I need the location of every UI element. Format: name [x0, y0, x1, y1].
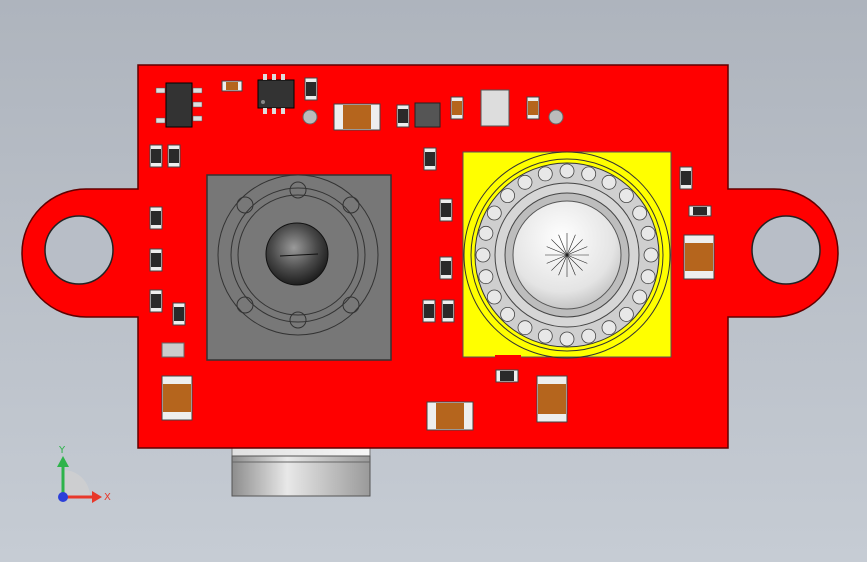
ic-soic8[interactable]	[257, 74, 295, 114]
y-axis-label: Y	[58, 445, 66, 456]
x-axis-label: X	[104, 492, 111, 503]
z-axis-dot	[58, 492, 68, 502]
capacitor[interactable]	[161, 375, 193, 421]
resistor[interactable]	[439, 256, 453, 280]
lens-ray	[566, 254, 583, 271]
resistor[interactable]	[396, 104, 410, 128]
joystick-knob[interactable]	[265, 222, 329, 286]
resistor[interactable]	[679, 166, 693, 190]
sensor[interactable]	[462, 151, 672, 361]
resistor[interactable]	[688, 205, 712, 217]
resistor[interactable]	[423, 147, 437, 171]
lens-ray	[566, 254, 588, 264]
resistor[interactable]	[439, 198, 453, 222]
resistor[interactable]	[495, 369, 519, 383]
mounting-hole-left[interactable]	[44, 215, 114, 285]
mounting-hole-right[interactable]	[751, 215, 821, 285]
lens-ray	[566, 239, 583, 256]
led[interactable]	[161, 342, 185, 358]
resistor[interactable]	[149, 248, 163, 272]
resistor[interactable]	[450, 96, 464, 120]
resistor[interactable]	[172, 302, 186, 326]
lens-ray	[566, 246, 588, 256]
ic-regulator[interactable]	[155, 82, 203, 128]
resistor[interactable]	[441, 299, 455, 323]
lens-ray	[558, 234, 568, 256]
joystick-inner-ring	[230, 187, 366, 323]
capacitor[interactable]	[536, 375, 568, 423]
sensor-lens-rays	[545, 233, 589, 277]
resistor[interactable]	[167, 144, 181, 168]
capacitor[interactable]	[333, 103, 381, 131]
crystal[interactable]	[480, 89, 510, 127]
smd-components	[149, 77, 715, 431]
inductor[interactable]	[414, 102, 441, 128]
resistor[interactable]	[221, 80, 243, 92]
resistor[interactable]	[526, 96, 540, 120]
resistor[interactable]	[422, 299, 436, 323]
via	[548, 109, 564, 125]
joystick[interactable]	[206, 174, 392, 361]
sensor-gear-teeth	[475, 163, 659, 347]
resistor[interactable]	[149, 144, 163, 168]
lens-ray	[551, 239, 568, 256]
lens-ray	[566, 254, 576, 276]
capacitor[interactable]	[426, 401, 474, 431]
coordinate-triad: Y X	[57, 445, 111, 503]
lens-ray	[566, 234, 576, 256]
lens-ray	[546, 246, 568, 256]
connector-plug	[231, 455, 371, 497]
resistor[interactable]	[304, 77, 318, 101]
capacitor[interactable]	[683, 234, 715, 280]
via	[302, 109, 318, 125]
lens-ray	[551, 254, 568, 271]
lens-ray	[546, 254, 568, 264]
lens-ray	[558, 254, 568, 276]
resistor[interactable]	[149, 289, 163, 313]
resistor[interactable]	[149, 206, 163, 230]
